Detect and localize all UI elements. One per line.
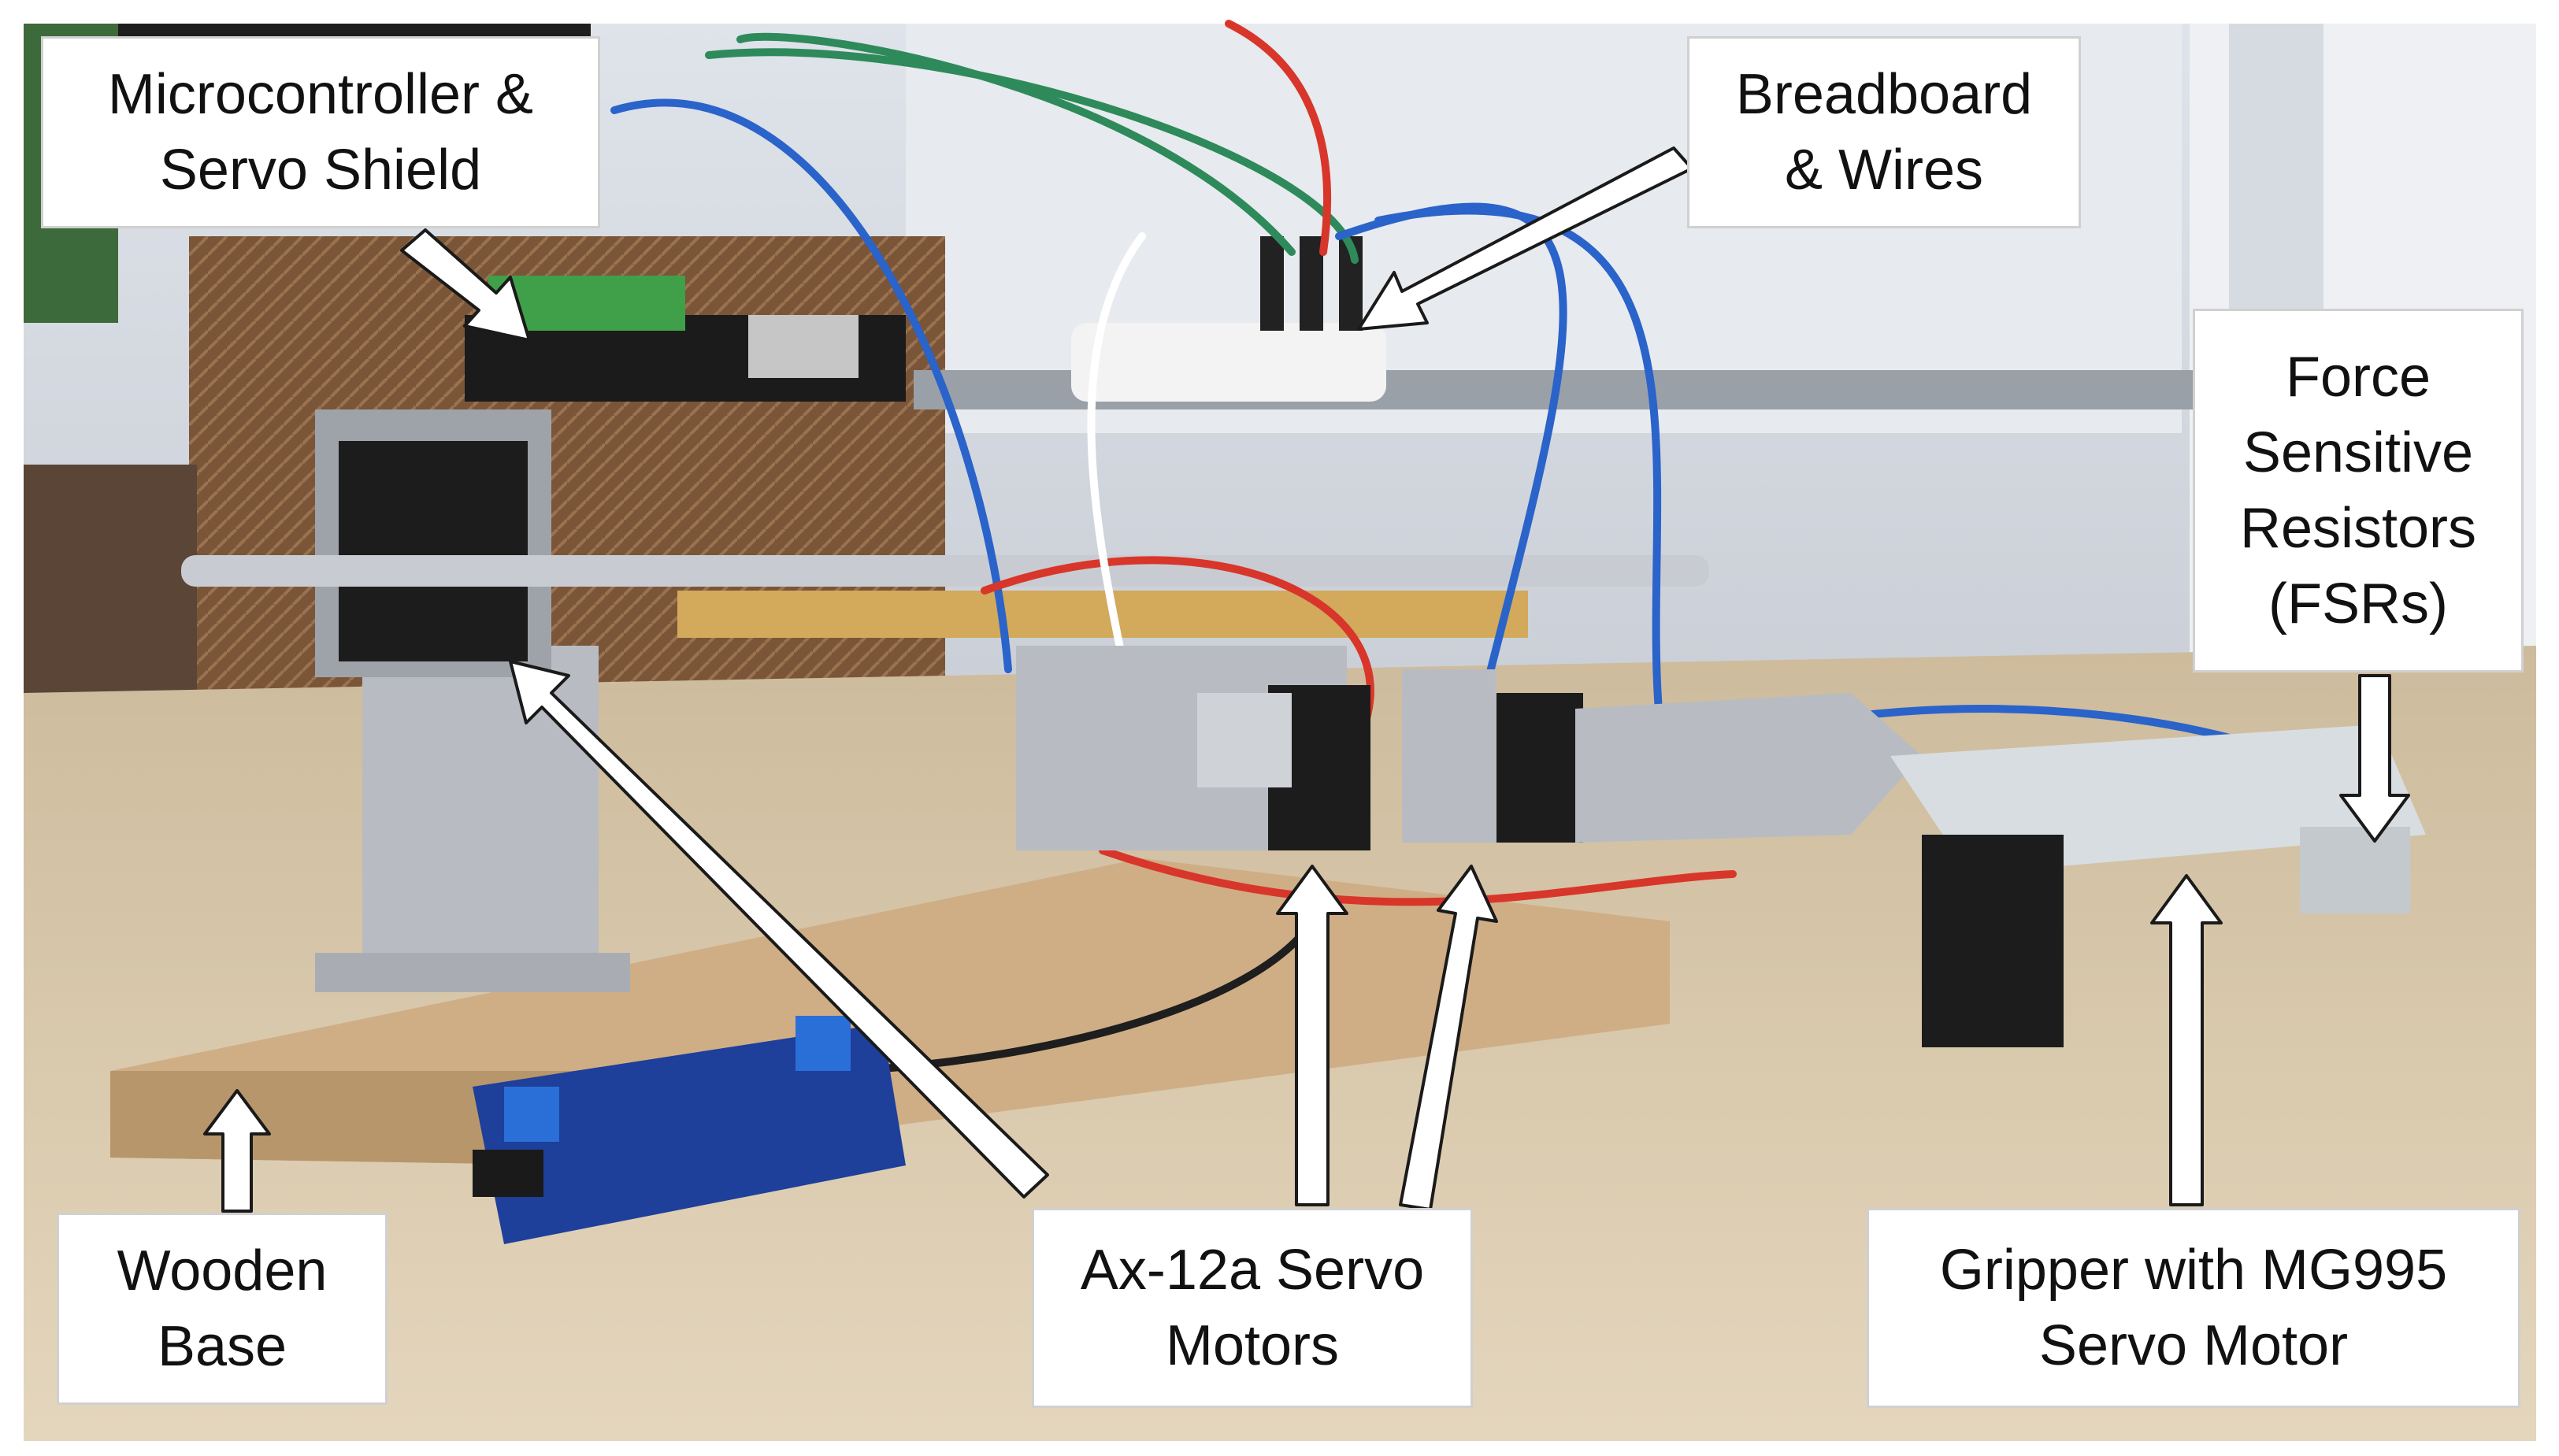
label-servo-motors-line2: Motors xyxy=(1165,1314,1340,1377)
label-fsr-line4: (FSRs) xyxy=(2268,572,2448,635)
label-servo-motors-line1: Ax-12a Servo xyxy=(1080,1239,1425,1302)
steel-rod xyxy=(181,555,1709,587)
gripper-arm xyxy=(1575,693,1922,843)
label-breadboard: Breadboard & Wires xyxy=(1687,36,2081,228)
label-fsr-line2: Sensitive xyxy=(2242,421,2474,484)
label-microcontroller-line2: Servo Shield xyxy=(159,139,482,202)
label-breadboard-line2: & Wires xyxy=(1785,139,1983,202)
label-fsr: Force Sensitive Resistors (FSRs) xyxy=(2193,309,2524,672)
label-fsr-line3: Resistors xyxy=(2239,497,2477,560)
label-gripper: Gripper with MG995 Servo Motor xyxy=(1867,1208,2520,1408)
label-microcontroller: Microcontroller & Servo Shield xyxy=(41,36,600,228)
label-wooden-base: Wooden Base xyxy=(57,1213,388,1405)
label-gripper-line2: Servo Motor xyxy=(2038,1314,2349,1377)
aluminum-stand xyxy=(362,646,599,976)
label-microcontroller-line1: Microcontroller & xyxy=(107,63,534,126)
label-gripper-line1: Gripper with MG995 xyxy=(1939,1239,2448,1302)
label-wooden-base-line1: Wooden xyxy=(117,1239,328,1302)
label-servo-motors: Ax-12a Servo Motors xyxy=(1032,1208,1473,1408)
label-breadboard-line1: Breadboard xyxy=(1735,63,2033,126)
mg995-servo xyxy=(1922,835,2064,1047)
label-fsr-line1: Force xyxy=(2285,346,2431,409)
breadboard xyxy=(1071,323,1386,402)
label-wooden-base-line2: Base xyxy=(157,1315,287,1378)
